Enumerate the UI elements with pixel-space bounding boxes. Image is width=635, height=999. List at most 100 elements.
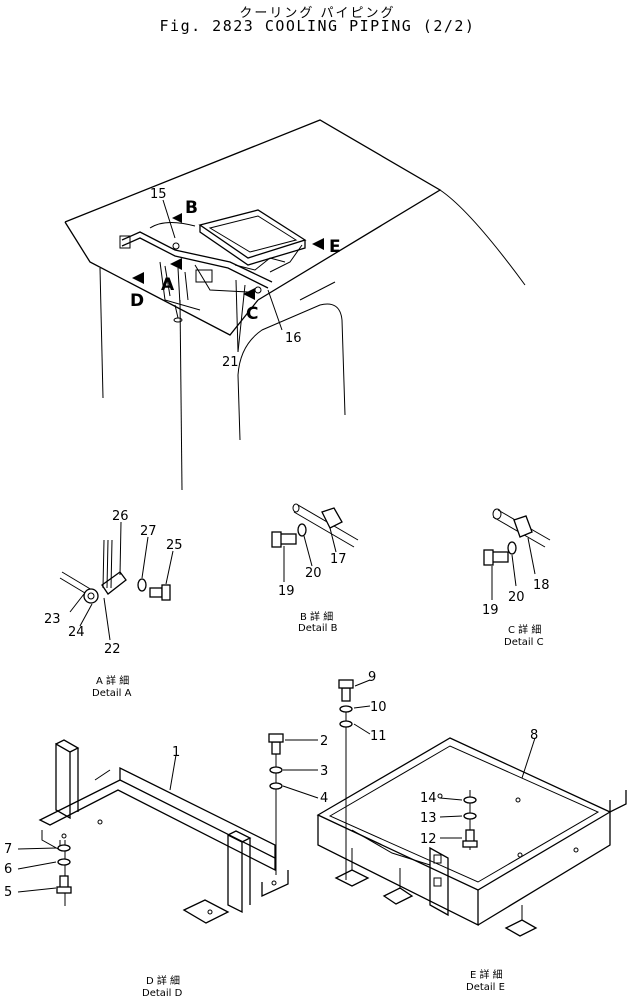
clamp-c xyxy=(254,286,262,294)
part-label-25: 26 xyxy=(112,509,129,524)
detail-a-caption-jp: A 詳 細 xyxy=(96,674,129,687)
roof-outline xyxy=(64,119,442,301)
part-label-3: 3 xyxy=(320,764,328,779)
leader-1 xyxy=(169,754,177,791)
slot-2 xyxy=(433,877,442,887)
figure-title: Fig. 2823 COOLING PIPING (2/2) xyxy=(159,17,476,35)
tab-d xyxy=(94,769,111,781)
title-japanese: クーリング パイピング xyxy=(239,6,396,21)
part-label-14: 14 xyxy=(420,791,437,806)
cab-roof-view xyxy=(64,119,526,491)
detail-b-caption: Detail B xyxy=(298,623,338,634)
clamp-24 xyxy=(83,588,99,604)
part-label-20b: 20 xyxy=(305,566,322,581)
post-left-top xyxy=(55,739,80,753)
bracket-left xyxy=(119,235,131,249)
pipe-8 xyxy=(194,264,249,293)
arrow-d-icon xyxy=(132,272,144,284)
part-label-22: 22 xyxy=(104,642,121,657)
detail-c-drawing xyxy=(483,508,551,600)
detail-c-caption: Detail C xyxy=(504,637,544,648)
washer-4 xyxy=(269,782,283,790)
detail-d-caption: Detail D xyxy=(142,988,183,999)
part-label-11: 11 xyxy=(370,729,387,744)
part-label-2: 2 xyxy=(320,734,328,749)
foot-e1 xyxy=(334,869,370,887)
leader-24 xyxy=(79,603,93,627)
view-letter-b: B xyxy=(185,198,198,218)
bolt-5-shank xyxy=(59,875,69,889)
leader-23 xyxy=(69,593,85,613)
washer-10 xyxy=(339,705,353,713)
washer-13 xyxy=(463,812,477,820)
foot-e2 xyxy=(382,887,414,905)
pipe-6 xyxy=(177,267,181,306)
leader-27 xyxy=(141,536,149,579)
bolt-5-head xyxy=(56,886,72,894)
cab-wall-left xyxy=(99,267,104,399)
post-left xyxy=(55,742,71,820)
pipe-1 xyxy=(121,231,273,283)
wire-a1 xyxy=(102,539,105,589)
part-label-20c: 20 xyxy=(508,590,525,605)
view-letter-d: D xyxy=(130,291,144,311)
bolt-12-head xyxy=(462,840,478,848)
part-label-17: 17 xyxy=(330,552,347,567)
leader-18 xyxy=(527,537,536,575)
detail-e-caption-jp: E 詳 細 xyxy=(470,968,503,981)
part-label-9: 9 xyxy=(368,670,376,685)
pipe-9 xyxy=(234,257,286,271)
mount-plate xyxy=(429,846,449,917)
part-label-6: 6 xyxy=(4,862,12,877)
part-label-23: 23 xyxy=(44,612,61,627)
roof-edge-right xyxy=(439,189,526,286)
post-right-top xyxy=(227,830,252,843)
clamp-17 xyxy=(321,507,343,529)
part-label-13: 13 xyxy=(420,811,437,826)
clamp-b xyxy=(172,242,180,250)
arrow-b-icon xyxy=(172,213,182,223)
washer-20 xyxy=(297,523,307,537)
foot-left xyxy=(41,830,61,851)
drain-fitting xyxy=(173,317,183,323)
washer-6 xyxy=(57,858,71,866)
part-label-24: 24 xyxy=(68,625,85,640)
cab-door-frame xyxy=(237,303,346,441)
part-label-8: 8 xyxy=(530,728,538,743)
slot-1 xyxy=(433,854,442,864)
foot-plate-d1 xyxy=(182,899,230,924)
foot-posts xyxy=(351,848,523,920)
washer-14 xyxy=(463,796,477,804)
bracket-center xyxy=(195,269,213,283)
bolt-19-shank xyxy=(279,533,297,545)
drain-pipe xyxy=(174,304,179,319)
view-letter-a: A xyxy=(161,275,175,295)
pipe-10 xyxy=(269,244,303,273)
detail-d-drawing xyxy=(17,733,319,924)
part-label-21: 21 xyxy=(222,355,239,370)
pipe-3 xyxy=(149,222,196,229)
washer-3 xyxy=(269,766,283,774)
part-label-7: 7 xyxy=(4,842,12,857)
bolt-26-head xyxy=(161,584,171,601)
bolt-2-head xyxy=(268,733,284,743)
detail-c-caption-jp: C 詳 細 xyxy=(508,623,541,636)
leader-20c xyxy=(511,554,517,587)
washer-27 xyxy=(137,578,147,592)
view-letter-e: E xyxy=(329,237,341,257)
bolt-19-head xyxy=(271,531,282,548)
foot-e3 xyxy=(504,919,538,937)
part-label-1: 1 xyxy=(172,745,180,760)
pipe-4 xyxy=(159,261,201,311)
washer-7 xyxy=(57,844,71,852)
detail-a-caption: Detail A xyxy=(92,688,132,699)
part-label-26: 25 xyxy=(166,538,183,553)
hose-a1 xyxy=(61,571,93,591)
part-label-18: 18 xyxy=(533,578,550,593)
frame-flange xyxy=(119,766,276,858)
post-right xyxy=(227,833,243,914)
leader-21b xyxy=(237,284,246,353)
cooling-unit-side xyxy=(199,225,306,266)
